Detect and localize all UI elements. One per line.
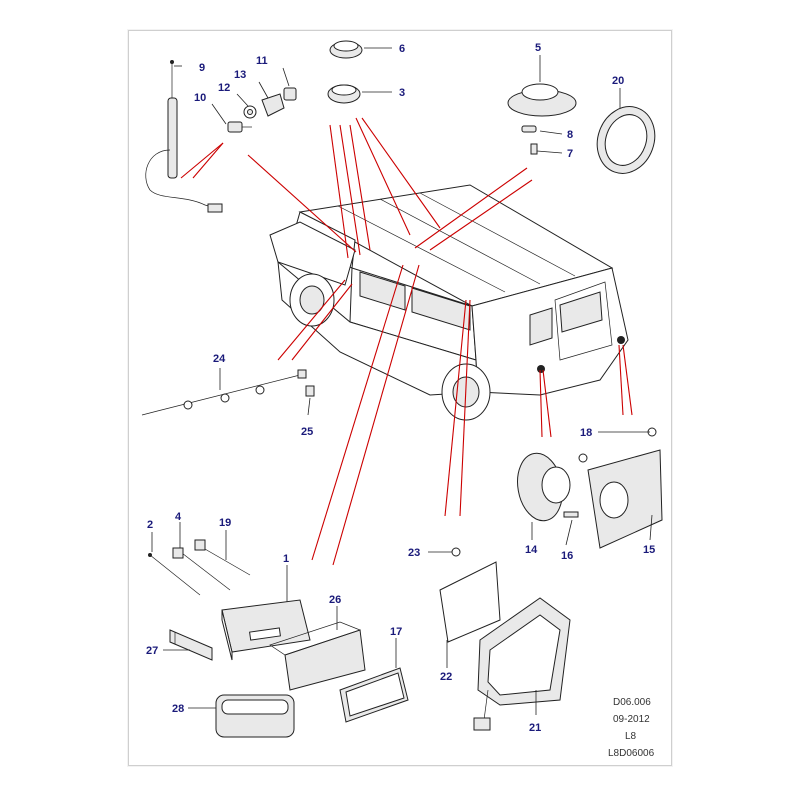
callout-labels: 9 10 12 13 11 6 3 5 8 7 20 24 25 18 14 1… [146,42,655,734]
callout-6: 6 [399,43,405,55]
callout-1: 1 [283,553,289,565]
callout-18: 18 [580,427,592,439]
rear-speaker-icon [517,452,579,522]
mounting-plate-icon [439,547,501,643]
callout-14: 14 [525,544,538,556]
tweeter-speaker-icon [327,40,363,104]
aerial-icon [145,60,223,213]
reference-block: D06.006 09-2012 L8 L8D06006 [608,697,655,759]
subwoofer-icon [473,597,571,731]
callout-23: 23 [408,547,420,559]
mounting-bracket-icon [169,629,213,661]
callout-20: 20 [612,75,624,87]
callout-27: 27 [146,645,158,657]
callout-28: 28 [172,703,184,715]
callout-10: 10 [194,92,206,104]
callout-25: 25 [301,426,313,438]
diagram-sheet [128,30,672,766]
speaker-grille-icon [596,106,656,174]
callout-leaders [151,47,653,715]
callout-9: 9 [199,62,205,74]
trim-plate-icon [339,667,409,723]
ref-date: 09-2012 [613,714,650,725]
radio-cage-icon [269,621,366,691]
callout-2: 2 [147,519,153,531]
callout-3: 3 [399,87,405,99]
callout-15: 15 [643,544,655,556]
dome-speaker-icon [507,83,577,155]
ref-code: D06.006 [613,697,651,708]
cable-set-icon [148,539,251,596]
callout-13: 13 [234,69,246,81]
callout-26: 26 [329,594,341,606]
callout-5: 5 [535,42,541,54]
callout-7: 7 [567,148,573,160]
callout-12: 12 [218,82,230,94]
aerial-hardware [227,87,297,133]
callout-4: 4 [175,511,182,523]
speaker-enclosure-icon [578,427,663,549]
callout-17: 17 [390,626,402,638]
callout-11: 11 [256,55,268,67]
callout-19: 19 [219,517,231,529]
carry-case-icon [215,694,295,738]
wiring-harness-icon [141,369,315,416]
ref-level: L8 [625,731,637,742]
callout-16: 16 [561,550,573,562]
callout-22: 22 [440,671,452,683]
callout-21: 21 [529,722,541,734]
callout-24: 24 [213,353,226,365]
ref-id: L8D06006 [608,748,655,759]
red-leader-lines [180,117,633,566]
vehicle-illustration [269,184,629,421]
callout-8: 8 [567,129,573,141]
